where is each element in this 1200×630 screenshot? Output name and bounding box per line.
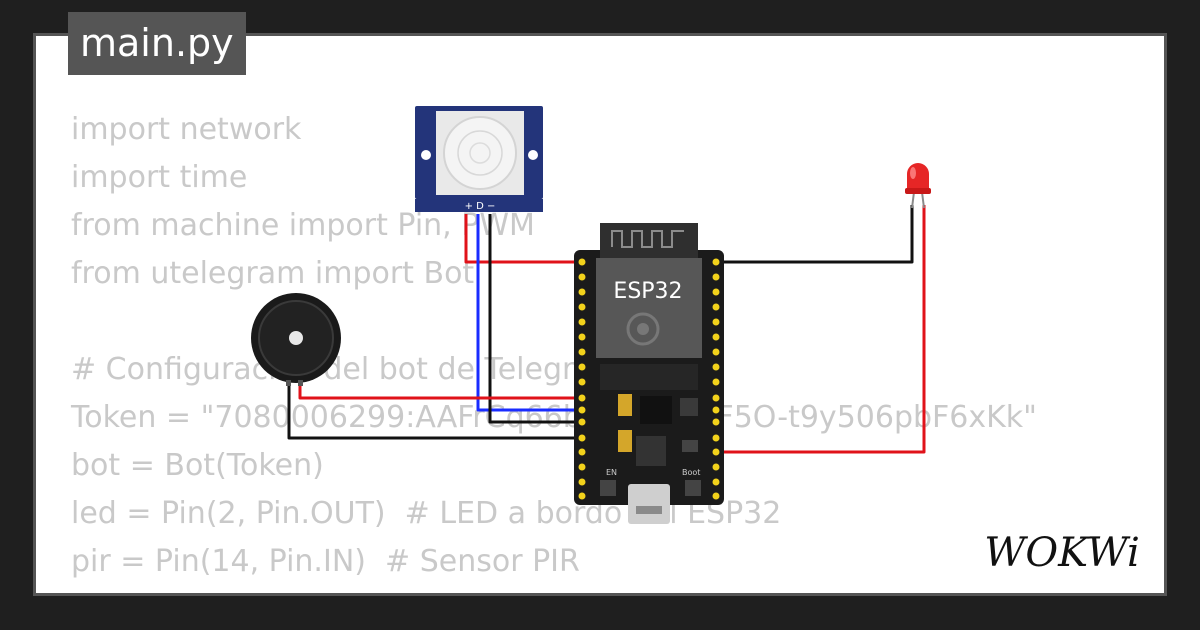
- wire-led-anode[interactable]: [716, 205, 926, 454]
- code-line: bot = Bot(Token): [71, 448, 324, 483]
- wire-pir-signal[interactable]: [476, 214, 582, 412]
- wokwi-logo: WOKWi: [984, 530, 1140, 576]
- wires: [287, 205, 926, 454]
- pir-sensor[interactable]: + D −: [415, 106, 543, 212]
- en-button[interactable]: [600, 480, 616, 496]
- code-line: from machine import Pin, PWM: [71, 208, 535, 243]
- code-line: import time: [71, 160, 248, 195]
- pir-pin-labels: + D −: [465, 201, 496, 212]
- buzzer[interactable]: [251, 293, 341, 386]
- header-pins-right: [712, 258, 720, 500]
- wire-buzzer-signal[interactable]: [298, 382, 582, 400]
- code-line: pir = Pin(14, Pin.IN) # Sensor PIR: [71, 544, 580, 579]
- code-line: from utelegram import Bot: [71, 256, 475, 291]
- code-editor[interactable]: import network import time from machine im…: [71, 106, 1037, 593]
- board-label: ESP32: [613, 279, 682, 304]
- wire-led-gnd[interactable]: [716, 205, 914, 264]
- wire-pir-gnd[interactable]: [488, 214, 582, 424]
- red-led[interactable]: [905, 163, 931, 209]
- file-tab[interactable]: main.py: [68, 12, 246, 75]
- en-button-label: EN: [606, 468, 617, 477]
- usb-port: [628, 484, 670, 524]
- code-line: import network: [71, 112, 302, 147]
- boot-button[interactable]: [685, 480, 701, 496]
- wire-buzzer-gnd[interactable]: [287, 382, 582, 440]
- boot-button-label: Boot: [682, 468, 700, 477]
- code-line: buzzer = PWM(Pin(13)) # Buzzer conectado…: [71, 586, 1037, 593]
- wokwi-logo-text: WOKWi: [984, 530, 1140, 576]
- wire-pir-vcc[interactable]: [464, 214, 582, 264]
- esp32-board[interactable]: ESP32 EN Boot: [574, 223, 724, 524]
- header-pins-left: [578, 258, 586, 500]
